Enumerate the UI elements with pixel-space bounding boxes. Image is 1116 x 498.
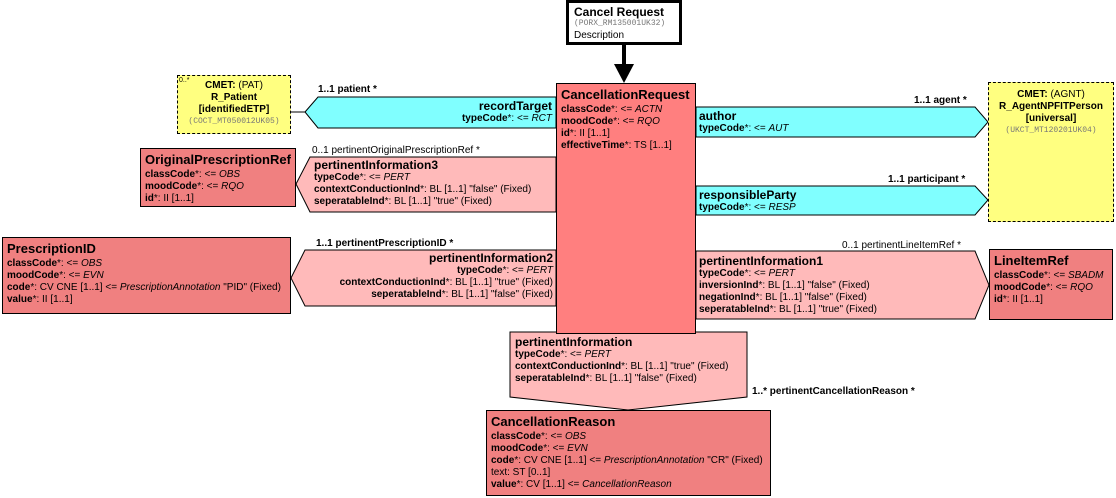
cmet-code: (AGNT) — [1050, 89, 1085, 100]
attr-row: classCode*: <= SBADM — [994, 270, 1104, 281]
pertinent-information1-multiplicity: 0..1 pertinentLineItemRef * — [842, 240, 961, 251]
pertinent-information3-multiplicity: 0..1 pertinentOriginalPrescriptionRef * — [312, 145, 480, 156]
patient-cmet-box: 0..* CMET: (PAT) R_Patient [identifiedET… — [177, 75, 291, 134]
original-prescription-ref-title: OriginalPrescriptionRef — [145, 152, 291, 167]
attr-row: moodCode*: <= RQO — [561, 116, 660, 127]
entry-point-box: Cancel Request (PORX_RM135001UK32) Descr… — [566, 0, 682, 45]
pertinent-information-label: pertinentInformation typeCode*: <= PERT … — [515, 335, 729, 384]
patient-cmet-name: R_Patient — [210, 92, 258, 103]
agent-cmet-qualifier: [universal] — [1025, 113, 1077, 124]
responsible-party-multiplicity: 1..1 participant * — [888, 174, 966, 185]
agent-cmet-name: R_AgentNPFITPerson — [999, 101, 1103, 112]
attr-row: moodCode*: <= EVN — [7, 270, 104, 281]
attr-row: moodCode*: <= EVN — [491, 443, 588, 454]
attr-row: classCode*: <= OBS — [491, 431, 587, 442]
pertinent-information2-multiplicity: 1..1 pertinentPrescriptionID * — [316, 238, 454, 249]
pertinent-information2-label: pertinentInformation2 typeCode*: <= PERT… — [300, 251, 553, 301]
attr-row: id*: II [1..1] — [561, 128, 610, 139]
agent-cmet-box: CMET: (AGNT) R_AgentNPFITPerson [univers… — [988, 82, 1114, 222]
record-target-label: recordTarget typeCode*: <= RCT — [400, 99, 552, 125]
attr-row: id*: II [1..1] — [994, 294, 1043, 305]
attr-row: effectiveTime*: TS [1..1] — [561, 140, 672, 151]
attr-row: code*: CV CNE [1..1] <= PrescriptionAnno… — [491, 455, 763, 466]
record-target-multiplicity: 1..1 patient * — [318, 84, 377, 95]
pertinent-information3-title: pertinentInformation3 — [314, 158, 439, 172]
line-item-ref-title: LineItemRef — [994, 253, 1069, 268]
pertinent-information-title: pertinentInformation — [515, 335, 633, 349]
pertinent-information1-label: pertinentInformation1 typeCode*: <= PERT… — [699, 254, 877, 315]
pertinent-information-multiplicity: 1..* pertinentCancellationReason * — [752, 386, 915, 397]
cancellation-request-title: CancellationRequest — [561, 87, 690, 102]
patient-cmet-qualifier: [identifiedETP] — [198, 104, 270, 115]
attr-row: value*: II [1..1] — [7, 294, 73, 305]
attr-row: classCode*: <= ACTN — [561, 104, 663, 115]
author-shape — [695, 106, 989, 138]
pertinent-information-shape — [509, 331, 748, 411]
author-label: author typeCode*: <= AUT — [699, 109, 789, 134]
attr-row: classCode*: <= OBS — [7, 258, 103, 269]
original-prescription-ref-box: OriginalPrescriptionRef classCode*: <= O… — [140, 148, 296, 207]
entry-code: (PORX_RM135001UK32) — [574, 19, 666, 28]
responsible-party-label: responsibleParty typeCode*: <= RESP — [699, 188, 797, 213]
patient-cmet-multiplicity: 0..* — [179, 77, 190, 84]
pertinent-information1-shape — [695, 250, 990, 320]
line-item-ref-box: LineItemRef classCode*: <= SBADM moodCod… — [989, 249, 1113, 320]
attr-row: moodCode*: <= RQO — [145, 181, 244, 192]
record-target-title: recordTarget — [478, 99, 552, 113]
patient-cmet-code: (COCT_MT050012UK05) — [188, 117, 280, 126]
attr-row: classCode*: <= OBS — [145, 169, 241, 180]
prescription-id-title: PrescriptionID — [7, 241, 96, 256]
entry-arrow-head — [614, 64, 634, 83]
responsible-party-title: responsibleParty — [699, 188, 797, 202]
cmet-label: CMET: — [205, 80, 236, 91]
pertinent-information2-title: pertinentInformation2 — [428, 251, 553, 265]
responsible-party-shape — [695, 185, 989, 216]
cancellation-reason-title: CancellationReason — [491, 414, 616, 429]
attr-row: code*: CV CNE [1..1] <= PrescriptionAnno… — [7, 282, 281, 293]
cancellation-reason-box: CancellationReason classCode*: <= OBS mo… — [486, 410, 771, 496]
pertinent-information1-title: pertinentInformation1 — [699, 254, 824, 268]
attr-row: value*: CV [1..1] <= CancellationReason — [491, 479, 672, 490]
cancellation-request-box: CancellationRequest classCode*: <= ACTN … — [556, 83, 696, 334]
attr-row: moodCode*: <= RQO — [994, 282, 1093, 293]
author-title: author — [699, 109, 737, 123]
cmet-code: (PAT) — [238, 80, 263, 91]
entry-description: Description — [574, 30, 625, 41]
attr-row: text: ST [0..1] — [491, 467, 551, 478]
author-multiplicity: 1..1 agent * — [914, 95, 967, 106]
pertinent-information3-label: pertinentInformation3 typeCode*: <= PERT… — [314, 158, 532, 207]
agent-cmet-code: (UKCT_MT120201UK04) — [1005, 126, 1097, 135]
prescription-id-box: PrescriptionID classCode*: <= OBS moodCo… — [2, 237, 291, 314]
entry-title: Cancel Request — [574, 5, 665, 19]
attr-row: id*: II [1..1] — [145, 193, 194, 204]
cmet-label: CMET: — [1017, 89, 1048, 100]
